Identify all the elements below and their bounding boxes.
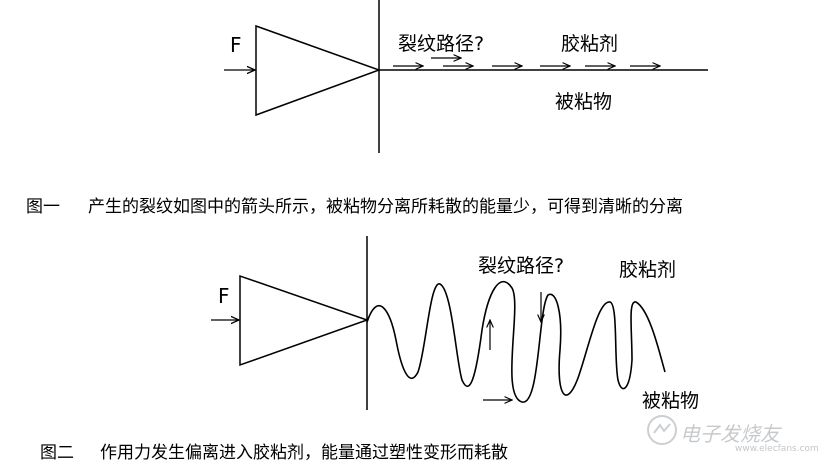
adherend-label: 被粘物 <box>555 91 612 113</box>
figure2-caption: 图二 作用力发生偏离进入胶粘剂，能量通过塑性变形而耗散 <box>40 438 508 463</box>
figure1-caption: 图一 产生的裂纹如图中的箭头所示，被粘物分离所耗散的能量少，可得到清晰的分离 <box>26 192 683 217</box>
adherend-label: 被粘物 <box>642 390 699 412</box>
caption-text: 产生的裂纹如图中的箭头所示，被粘物分离所耗散的能量少，可得到清晰的分离 <box>88 197 683 217</box>
force-label: F <box>218 284 230 308</box>
caption-number: 图二 <box>40 443 74 463</box>
wedge-triangle <box>239 274 370 367</box>
crack-path-label: 裂纹路径? <box>478 255 564 277</box>
crack-path-arrows <box>393 58 660 66</box>
figure2: F 裂纹路径? 胶粘剂 被粘物 <box>211 236 699 412</box>
crack-direction-arrows <box>483 292 541 400</box>
force-label: F <box>230 33 242 57</box>
watermark-url: www.elecfans.com <box>735 444 819 454</box>
caption-text: 作用力发生偏离进入胶粘剂，能量通过塑性变形而耗散 <box>100 443 508 463</box>
adhesive-label: 胶粘剂 <box>619 259 676 281</box>
wedge-triangle <box>255 24 382 117</box>
figure1: F 裂纹路径? 胶粘剂 被粘物 <box>224 0 708 153</box>
wavy-crack-path <box>366 281 666 403</box>
caption-number: 图一 <box>26 197 60 217</box>
watermark-text: 电子发烧友 <box>680 422 780 446</box>
watermark: 电子发烧友 <box>680 418 780 447</box>
adhesive-label: 胶粘剂 <box>561 33 618 55</box>
watermark-logo-icon <box>647 415 677 445</box>
crack-path-label: 裂纹路径? <box>398 33 484 55</box>
